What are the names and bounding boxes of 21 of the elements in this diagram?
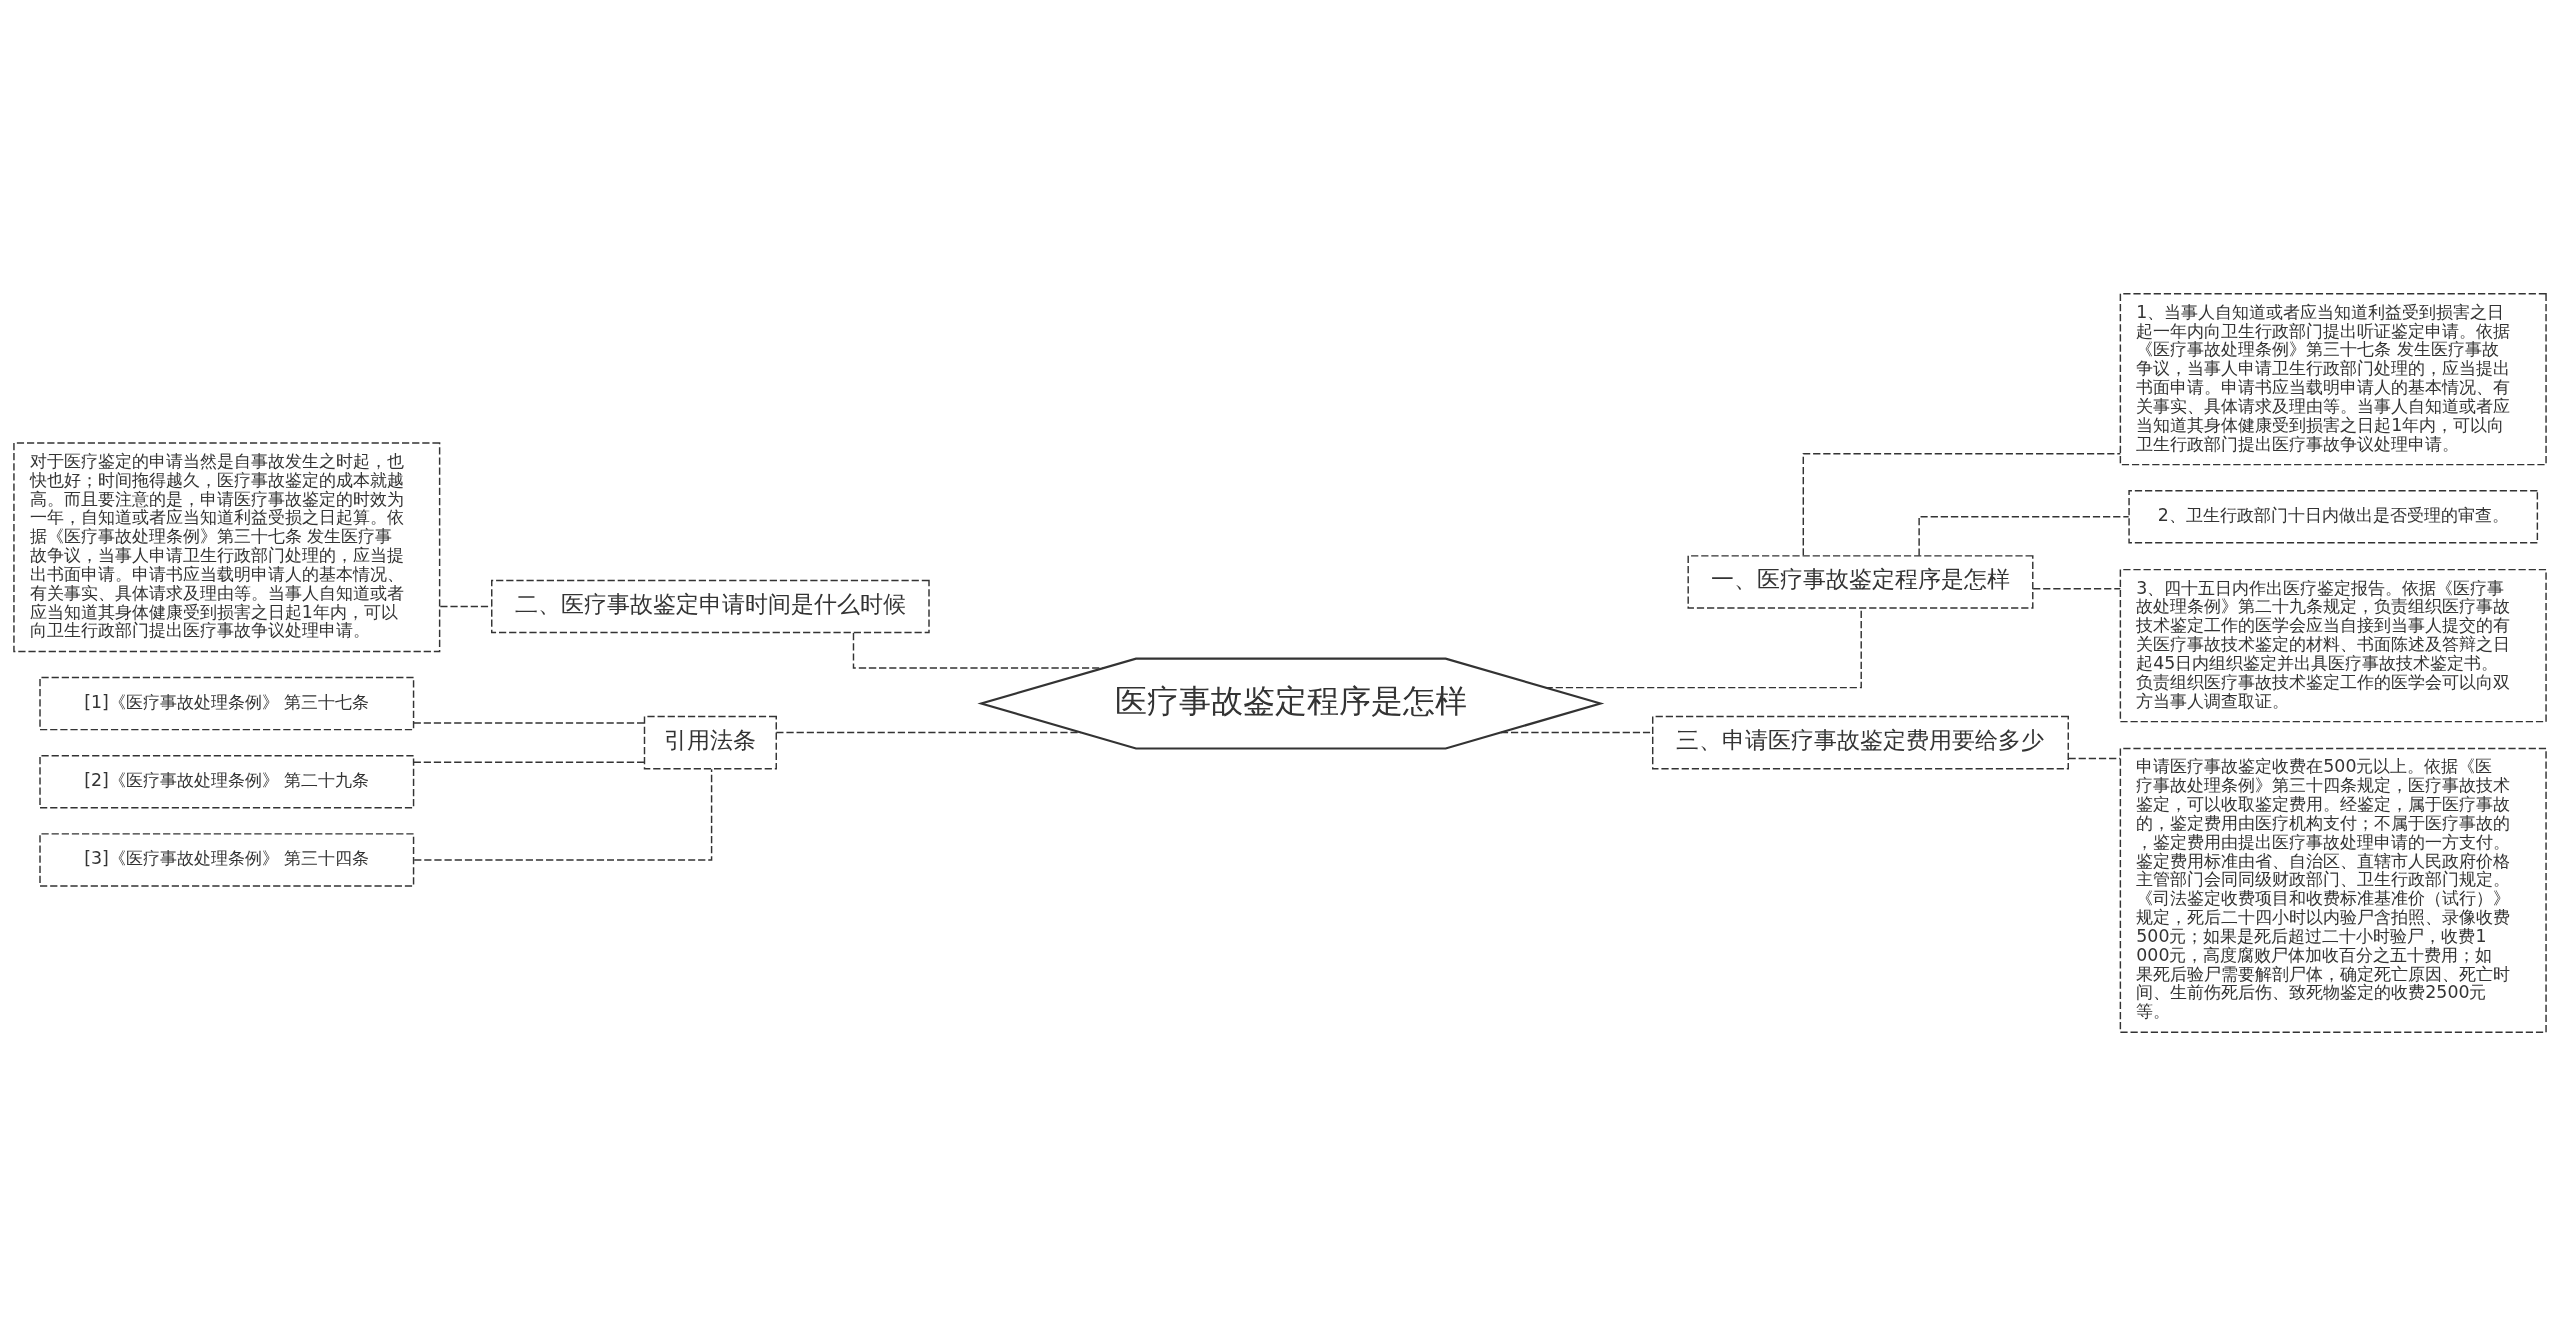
connector — [1918, 515, 2130, 557]
connector — [413, 721, 646, 724]
node-box: 一、医疗事故鉴定程序是怎样 — [1687, 554, 2034, 609]
node-box: 二、医疗事故鉴定申请时间是什么时候 — [491, 579, 930, 633]
node-box: 申请医疗事故鉴定收费在500元以上。依据《医疗事故处理条例》第三十四条规定，医疗事故技术鉴定，可以收取鉴定费用。经鉴定，属于医疗事故的，鉴定费用由医疗机构支付；不属于医疗事故的，鉴定费用由提出医疗事故处理申请的一方支付。鉴定费用标准由省、自治区、直辖市人民政府价格主管部门会同同级财政部门、卫生行政部门规定。《司法鉴定收费项目和收费标准基准价（试行）》规定，死后二十四小时以内验尸含拍照、录像收费500元；如果是死后超过二十小时验尸，收费1000元，高度腐败尸体加收百分之五十费用；如果死后验尸需要解剖尸体，确定死亡原因、死亡时间、生前伤死后伤、致死物鉴定的收费2500元等。 — [2119, 747, 2547, 1033]
node-box: [2]《医疗事故处理条例》 第二十九条 — [39, 754, 415, 808]
node-box: 三、申请医疗事故鉴定费用要给多少 — [1652, 715, 2069, 769]
node-box: [1]《医疗事故处理条例》 第三十七条 — [39, 676, 415, 730]
connector — [775, 731, 1082, 733]
node-box: 3、四十五日内作出医疗鉴定报告。依据《医疗事故处理条例》第二十九条规定，负责组织医疗事故技术鉴定工作的医学会应当自接到当事人提交的有关医疗事故技术鉴定的材料、书面陈述及答辩之日起45日内组织鉴定并出具医疗事故技术鉴定书。负责组织医疗事故技术鉴定工作的医学会可以向双方当事人调查取证。 — [2119, 568, 2547, 722]
connector — [1802, 452, 2122, 556]
connector — [2067, 757, 2121, 759]
connector — [413, 760, 646, 763]
connector — [413, 768, 713, 861]
node-box: 引用法条 — [643, 715, 777, 769]
node-box: [3]《医疗事故处理条例》 第三十四条 — [39, 832, 415, 887]
connector — [852, 631, 1104, 669]
node-box: 2、卫生行政部门十日内做出是否受理的审查。 — [2128, 489, 2539, 544]
node-box: 1、当事人自知道或者应当知道利益受到损害之日起一年内向卫生行政部门提出听证鉴定申请。依据《医疗事故处理条例》第三十七条 发生医疗事故争议，当事人申请卫生行政部门处理的，应当提出书面申请。申请书应当载明申请人的基本情况、有关事实、具体请求及理由等。当事人自知道或者应当知道其身体健康受到损害之日起1年内，可以向卫生行政部门提出医疗事故争议处理申请。 — [2119, 292, 2547, 465]
connector — [2032, 587, 2122, 590]
node-box: 对于医疗鉴定的申请当然是自事故发生之时起，也快也好；时间拖得越久，医疗事故鉴定的成本就越高。而且要注意的是，申请医疗事故鉴定的时效为一年，自知道或者应当知道利益受损之日起算。依据《医疗事故处理条例》第三十七条 发生医疗事故争议，当事人申请卫生行政部门处理的，应当提出书面申请。申请书应当载明申请人的基本情况、有关事实、具体请求及理由等。当事人自知道或者应当知道其身体健康受到损害之日起1年内，可以向卫生行政部门提出医疗事故争议处理申请。 — [13, 441, 441, 652]
